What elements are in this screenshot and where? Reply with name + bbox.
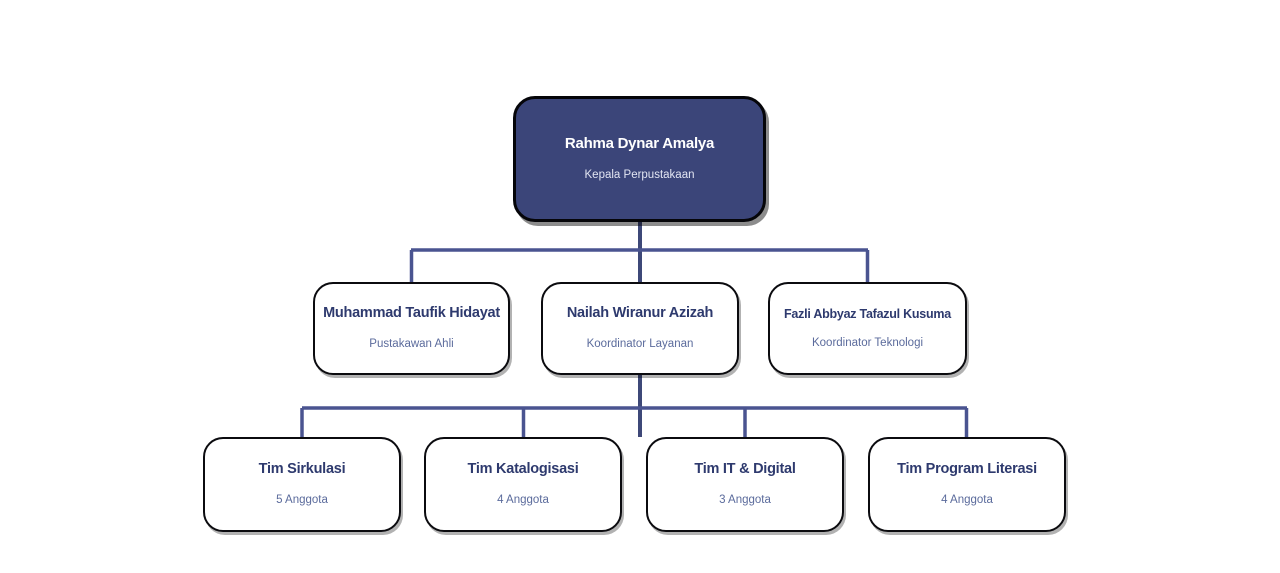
org-node-role: Koordinator Teknologi xyxy=(811,336,924,349)
org-node-tim-sirkulasi[interactable]: Tim Sirkulasi 5 Anggota xyxy=(203,437,401,532)
org-node-tim-katalogisasi[interactable]: Tim Katalogisasi 4 Anggota xyxy=(424,437,622,532)
org-node-role: 4 Anggota xyxy=(941,493,993,506)
org-node-name: Tim IT & Digital xyxy=(694,461,796,478)
org-node-role: 5 Anggota xyxy=(276,493,328,506)
org-node-name: Muhammad Taufik Hidayat xyxy=(323,305,500,322)
org-node-name: Tim Sirkulasi xyxy=(258,461,346,478)
org-node-root[interactable]: Rahma Dynar Amalya Kepala Perpustakaan xyxy=(513,96,766,222)
org-node-tim-it-digital[interactable]: Tim IT & Digital 3 Anggota xyxy=(646,437,844,532)
org-node-koordinator-layanan[interactable]: Nailah Wiranur Azizah Koordinator Layana… xyxy=(541,282,739,375)
org-node-name: Nailah Wiranur Azizah xyxy=(566,305,714,322)
org-node-role: 4 Anggota xyxy=(497,493,549,506)
org-node-root-name: Rahma Dynar Amalya xyxy=(564,135,715,153)
org-node-pustakawan-ahli[interactable]: Muhammad Taufik Hidayat Pustakawan Ahli xyxy=(313,282,510,375)
org-node-tim-program-literasi[interactable]: Tim Program Literasi 4 Anggota xyxy=(868,437,1066,532)
org-node-role: Koordinator Layanan xyxy=(586,337,694,350)
org-node-name: Tim Katalogisasi xyxy=(467,461,579,478)
org-node-name: Fazli Abbyaz Tafazul Kusuma xyxy=(784,306,951,321)
org-node-name: Tim Program Literasi xyxy=(897,461,1037,478)
org-node-root-role: Kepala Perpustakaan xyxy=(584,169,695,182)
org-node-role: 3 Anggota xyxy=(719,493,771,506)
org-node-role: Pustakawan Ahli xyxy=(369,337,454,350)
org-node-koordinator-teknologi[interactable]: Fazli Abbyaz Tafazul Kusuma Koordinator … xyxy=(768,282,967,375)
